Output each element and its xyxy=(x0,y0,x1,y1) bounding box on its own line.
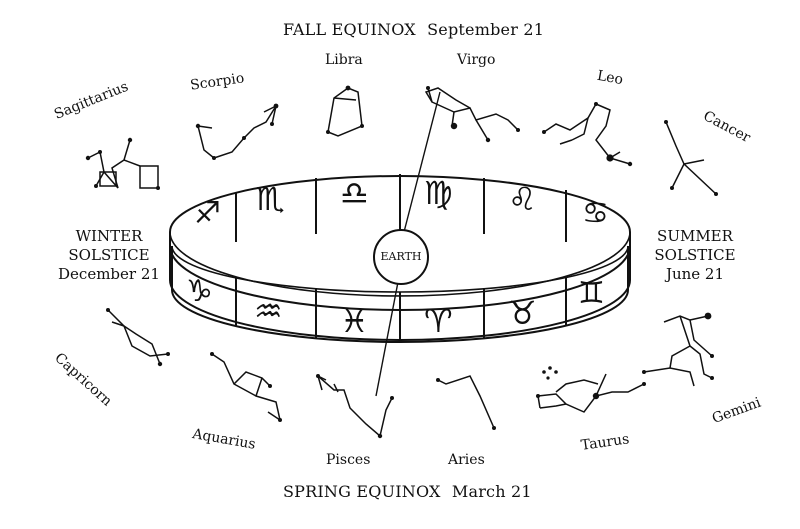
ring-sign-aries: ♈ xyxy=(424,302,453,340)
constellation-taurus xyxy=(537,373,645,413)
ring-sign-scorpio: ♏ xyxy=(256,180,285,218)
ring-sign-gemini: ♊ xyxy=(578,276,605,311)
ring-bottom-band xyxy=(171,245,629,343)
spring-equinox-heading: SPRING EQUINOX March 21 xyxy=(283,482,532,501)
fall-equinox-date: September 21 xyxy=(427,20,545,39)
summer-solstice-label: SUMMER SOLSTICE June 21 xyxy=(640,227,750,284)
ring-sign-taurus: ♉ xyxy=(508,294,537,332)
label-virgo: Virgo xyxy=(457,52,496,68)
earth-label: EARTH xyxy=(380,250,422,263)
ring-top-dividers xyxy=(235,174,567,242)
ring-sign-capricorn: ♑ xyxy=(186,274,213,309)
constellation-capricorn xyxy=(107,309,169,365)
winter-solstice-date: December 21 xyxy=(58,265,160,283)
spring-equinox-name: SPRING EQUINOX xyxy=(283,482,441,501)
spring-equinox-date: March 21 xyxy=(451,482,532,501)
ring-sign-virgo: ♍ xyxy=(424,174,453,212)
ring-sign-sagittarius: ♐ xyxy=(194,196,221,231)
constellation-libra xyxy=(327,87,363,137)
earth-marker xyxy=(373,91,441,397)
summer-solstice-line2: SOLSTICE xyxy=(654,246,736,264)
fall-equinox-name: FALL EQUINOX xyxy=(283,20,416,39)
winter-solstice-line1: WINTER xyxy=(75,227,143,245)
label-aries: Aries xyxy=(448,452,485,468)
ring-sign-aquarius: ♒ xyxy=(254,292,283,330)
constellation-sagittarius xyxy=(87,139,159,189)
constellation-pisces xyxy=(316,374,393,438)
constellation-gemini xyxy=(643,315,713,387)
fall-equinox-heading: FALL EQUINOX September 21 xyxy=(283,20,544,39)
constellation-aries xyxy=(437,375,495,429)
winter-solstice-label: WINTER SOLSTICE December 21 xyxy=(54,227,164,284)
ring-sign-cancer: ♋ xyxy=(582,196,609,231)
ring-sign-libra: ♎ xyxy=(340,174,369,212)
constellation-leo xyxy=(543,103,631,165)
summer-solstice-line1: SUMMER xyxy=(657,227,733,245)
constellation-virgo xyxy=(424,87,519,141)
constellation-scorpio xyxy=(197,105,277,159)
summer-solstice-date: June 21 xyxy=(665,265,725,283)
label-libra: Libra xyxy=(325,52,363,68)
ring-sign-pisces: ♓ xyxy=(340,302,369,340)
winter-solstice-line2: SOLSTICE xyxy=(68,246,150,264)
constellation-cancer xyxy=(665,121,717,195)
constellation-stars xyxy=(85,85,718,439)
ring-sign-leo: ♌ xyxy=(508,180,537,218)
label-pisces: Pisces xyxy=(326,452,371,468)
